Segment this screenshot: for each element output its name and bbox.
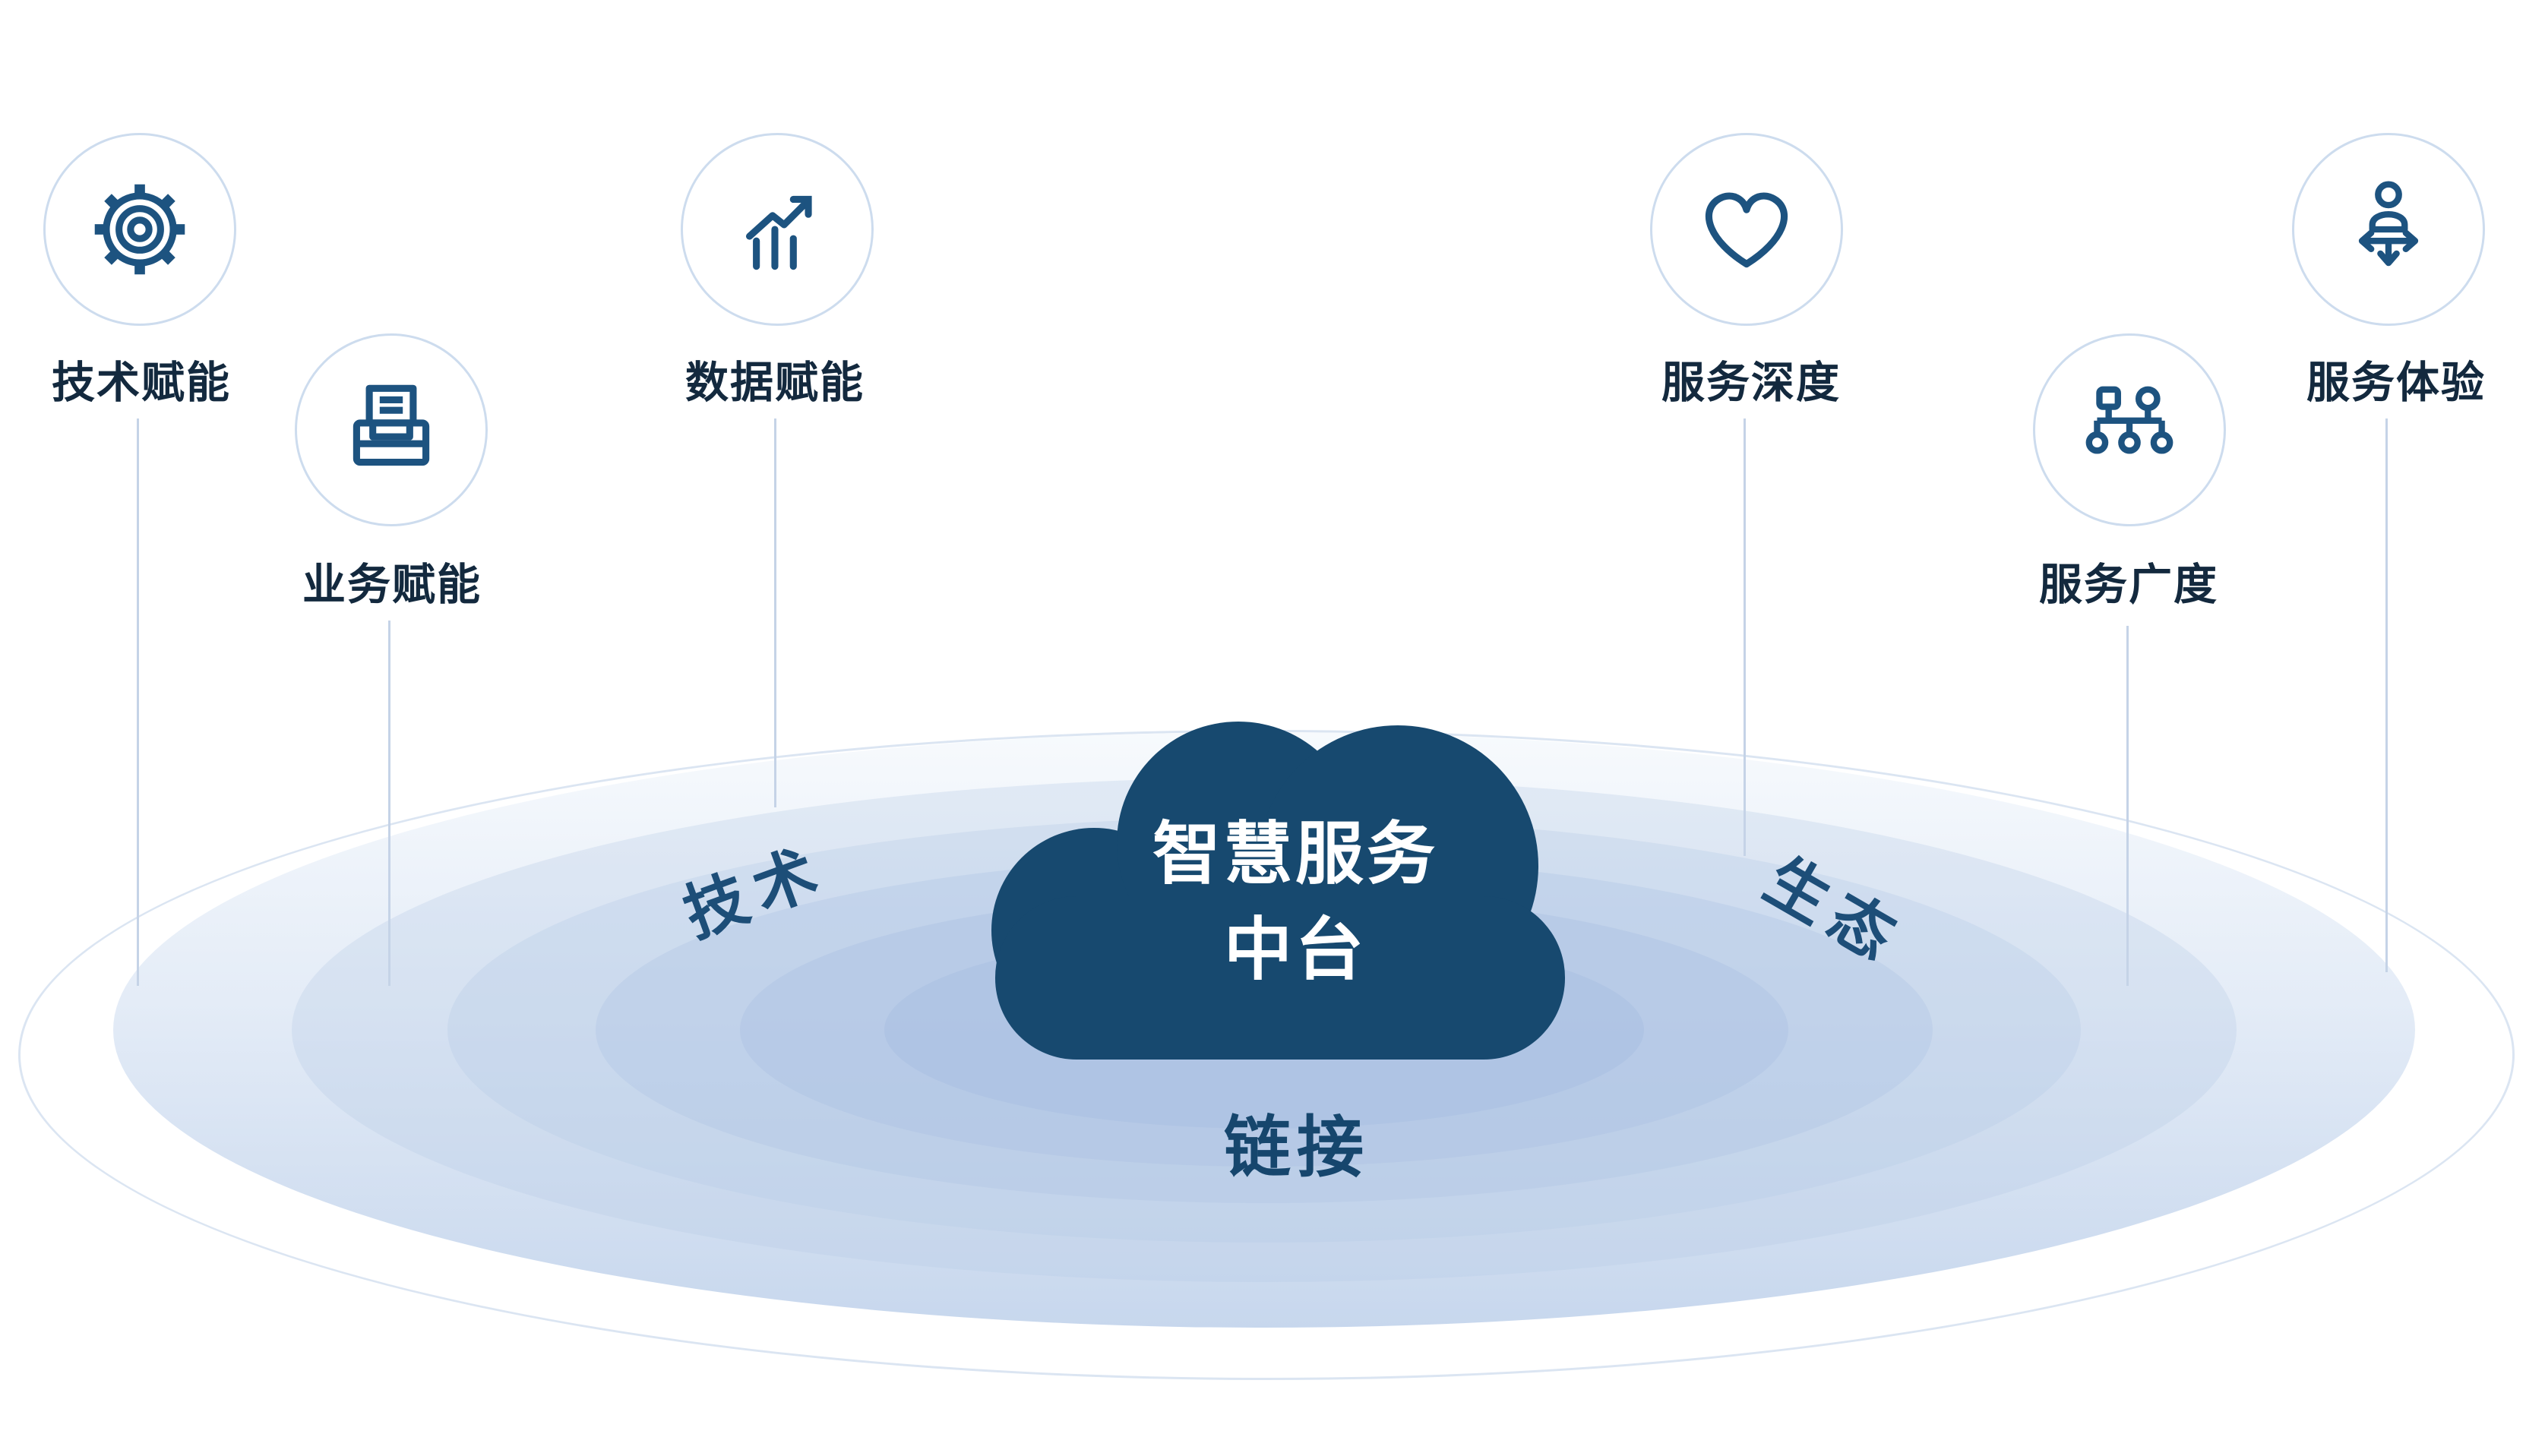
node-label-service-breadth: 服务广度 [2039, 561, 2218, 609]
node-circle-service-breadth [2033, 333, 2226, 526]
connector-data-empowerment [774, 418, 776, 807]
connector-service-experience [2385, 418, 2388, 972]
connector-service-depth [1744, 418, 1746, 856]
connector-business-empowerment [388, 621, 390, 986]
cloud-shape [991, 722, 1565, 1060]
node-label-data-empowerment: 数据赋能 [685, 358, 865, 407]
node-label-service-experience: 服务体验 [2306, 358, 2486, 407]
node-label-service-depth: 服务深度 [1661, 358, 1841, 407]
connector-service-breadth [2126, 626, 2129, 986]
node-circle-business-empowerment [295, 333, 488, 526]
ring-label-link: 链接 [1223, 1110, 1370, 1185]
sitemap-icon [2085, 386, 2173, 454]
node-circle-service-depth [1650, 133, 1843, 326]
bar-chart-icon [745, 195, 812, 270]
node-circle-data-empowerment [681, 133, 874, 326]
node-label-business-empowerment: 业务赋能 [302, 561, 482, 609]
inbox-printer-icon [353, 384, 430, 466]
node-label-tech-empowerment: 技术赋能 [52, 358, 231, 407]
node-circle-tech-empowerment [43, 133, 236, 326]
gear-icon [94, 184, 185, 275]
center-title-line1: 智慧服务 [1152, 816, 1438, 892]
center-title: 智慧服务 中台 [1048, 807, 1542, 998]
center-title-line2: 中台 [1224, 912, 1367, 988]
person-arrows-icon [2358, 181, 2419, 267]
connector-tech-empowerment [137, 418, 139, 986]
heart-icon [1705, 192, 1788, 268]
node-circle-service-experience [2292, 133, 2485, 326]
